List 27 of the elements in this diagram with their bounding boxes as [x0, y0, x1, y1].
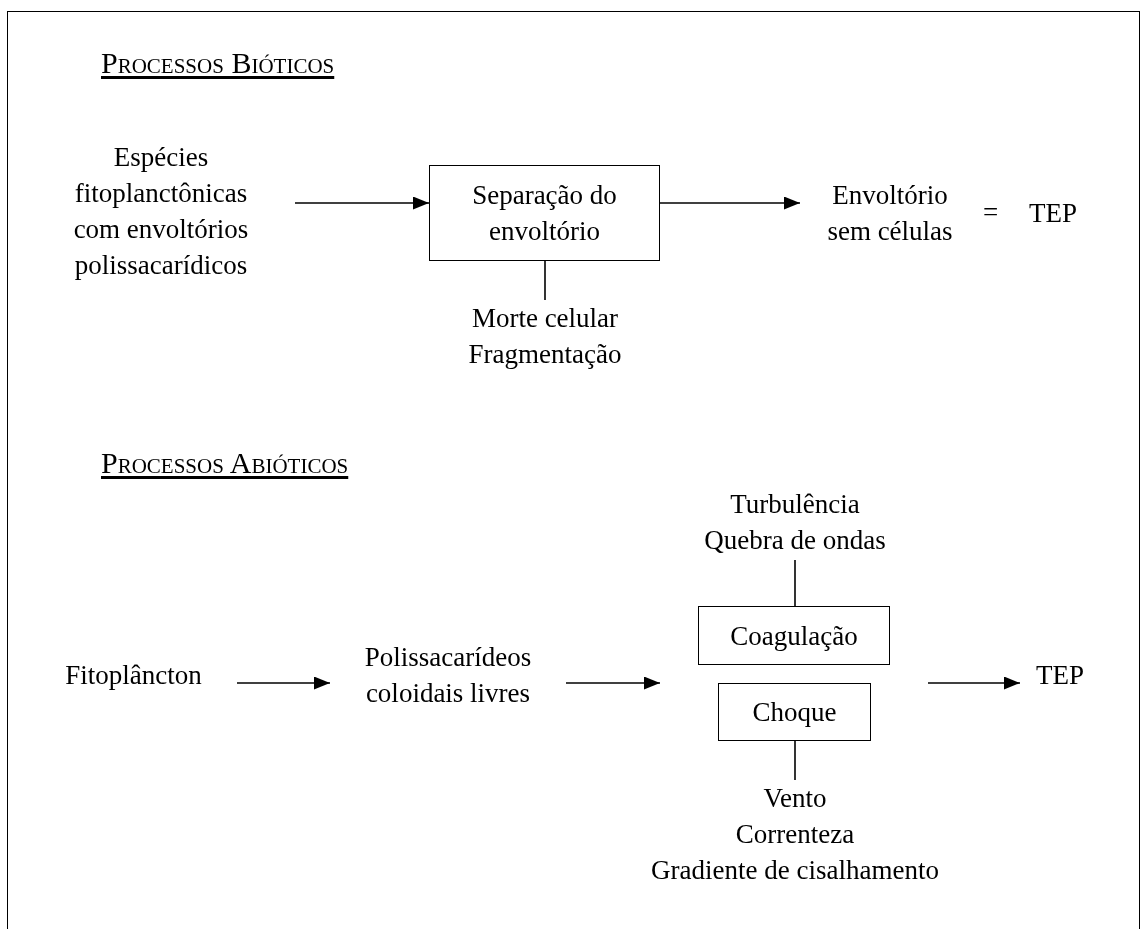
connector-line: [794, 740, 796, 781]
process-box: Coagulação: [698, 606, 890, 665]
process-box: Choque: [718, 683, 871, 741]
factor-label: Correnteza: [735, 818, 855, 851]
connector-line: [794, 559, 796, 607]
arrow: [565, 676, 661, 690]
arrow: [294, 196, 430, 210]
connector-line: [544, 260, 546, 301]
section-heading: Processos Abióticos: [101, 446, 349, 480]
arrow: [927, 676, 1021, 690]
arrow: [236, 676, 331, 690]
factor-label: Fragmentação: [468, 338, 622, 371]
node-label: Espécies fitoplanctônicas com envoltórios polissacarídicos: [27, 137, 295, 285]
node-label: Polissacarídeos coloidais livres: [330, 638, 566, 712]
factor-label: Turbulência: [730, 488, 860, 521]
node-label: Fitoplâncton: [30, 656, 237, 693]
node-label: Envoltório sem células: [800, 176, 980, 250]
factor-label: Quebra de ondas: [704, 524, 886, 557]
equals-sign: =: [983, 196, 999, 229]
factor-label: Vento: [763, 782, 827, 815]
node-label: TEP: [1020, 194, 1086, 231]
factor-label: Morte celular: [471, 302, 619, 335]
factor-label: Gradiente de cisalhamento: [651, 854, 939, 887]
node-label: TEP: [1020, 656, 1100, 693]
arrow: [659, 196, 801, 210]
process-box: Separação do envoltório: [429, 165, 660, 261]
section-heading: Processos Bióticos: [101, 46, 335, 80]
